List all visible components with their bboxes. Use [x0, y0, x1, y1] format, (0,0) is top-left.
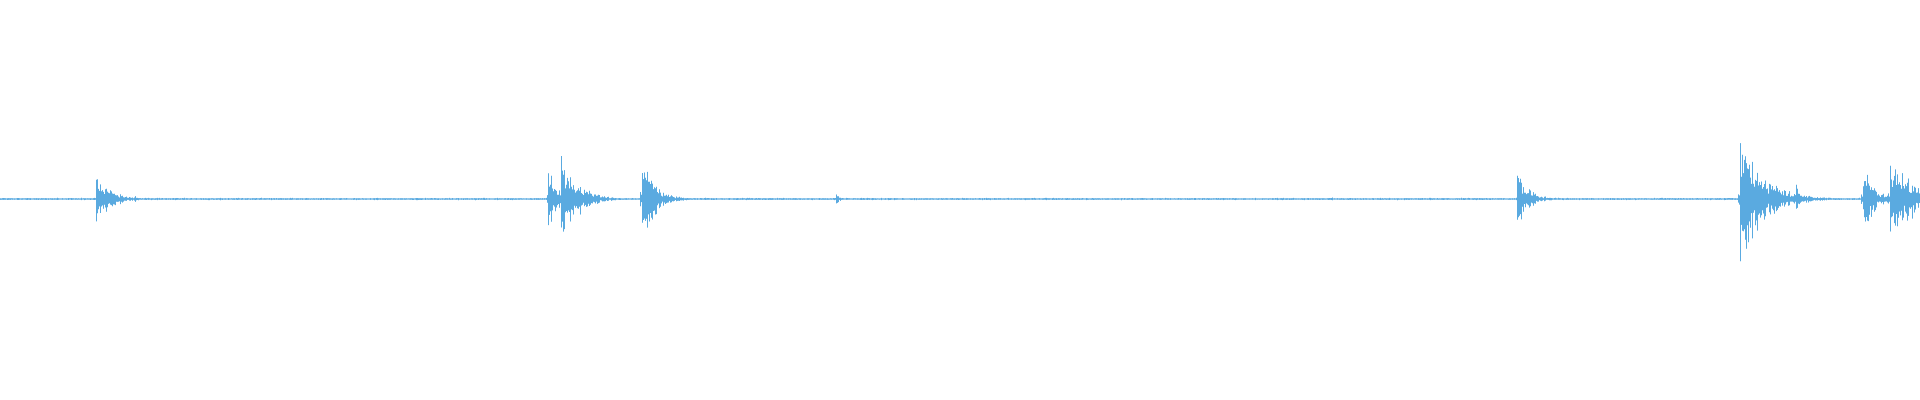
waveform-signal: [0, 143, 1920, 262]
